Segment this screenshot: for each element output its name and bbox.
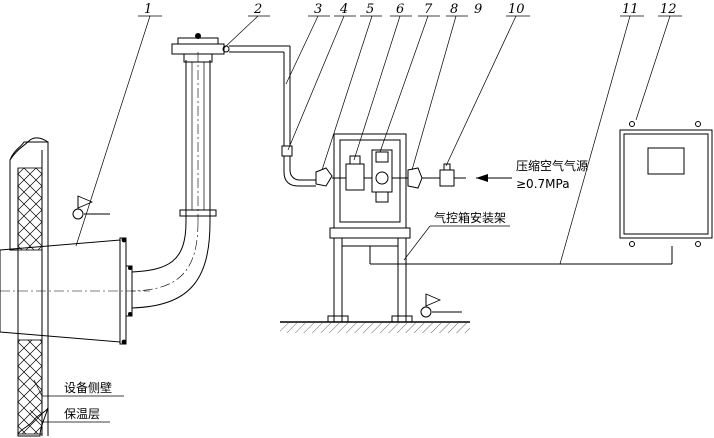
callout-8: 8 — [450, 2, 458, 17]
electric-control-box — [619, 121, 713, 247]
bracket-label: 气控箱安装架 — [434, 210, 506, 225]
air-source-arrow — [476, 174, 512, 182]
blow-tube — [131, 52, 217, 309]
nozzle-cone — [0, 237, 150, 345]
air-pressure-label: ≥0.7MPa — [516, 177, 570, 191]
control-box — [315, 133, 466, 239]
callout-numbers: 1 2 3 4 5 6 7 8 9 10 11 12 — [144, 2, 677, 17]
callout-4: 4 — [339, 2, 348, 17]
air-source-label: 压缩空气气源 — [516, 158, 588, 173]
callout-6: 6 — [396, 2, 404, 17]
callout-12: 12 — [660, 2, 677, 17]
callout-3: 3 — [314, 2, 322, 17]
callout-10: 10 — [508, 2, 525, 17]
callout-1: 1 — [144, 2, 152, 17]
callout-2: 2 — [253, 2, 262, 17]
callout-5: 5 — [366, 2, 374, 17]
callout-9: 9 — [474, 2, 482, 17]
mounting-stand — [280, 238, 673, 333]
equipment-wall — [9, 137, 49, 437]
level-marker-left — [72, 195, 110, 220]
leader-lines — [29, 15, 682, 423]
callout-7: 7 — [424, 2, 433, 17]
air-hose — [281, 46, 316, 187]
valve-head — [171, 33, 290, 55]
level-marker-right — [420, 293, 462, 318]
insulation-label: 保温层 — [64, 407, 100, 421]
wall-label: 设备侧壁 — [64, 380, 112, 395]
callout-11: 11 — [622, 2, 639, 17]
